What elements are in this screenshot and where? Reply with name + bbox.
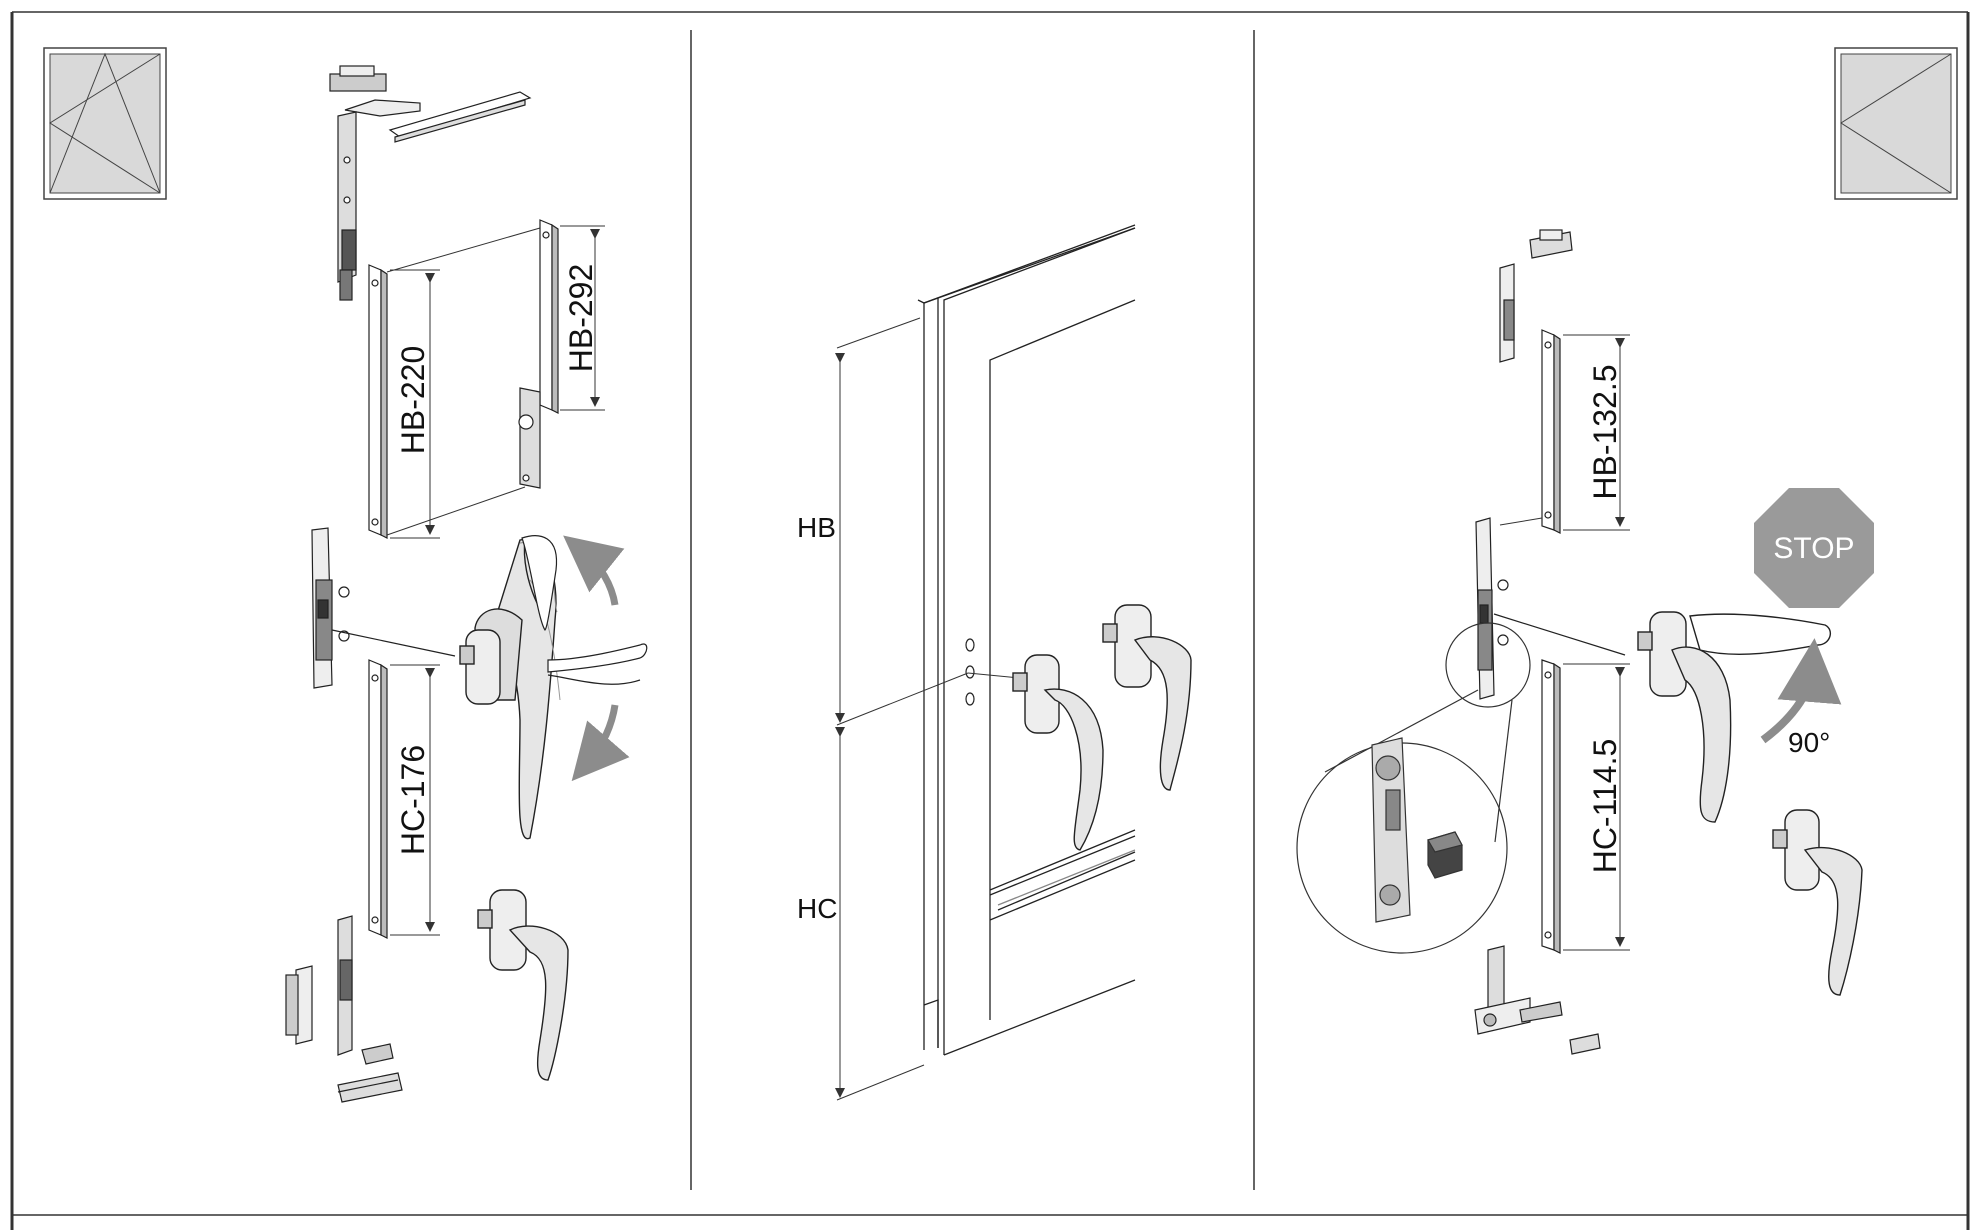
stop-sign-label: STOP xyxy=(1773,532,1854,565)
label-hb-220: HB-220 xyxy=(395,346,431,455)
handle-closed-right xyxy=(1772,809,1863,996)
label-hb: HB xyxy=(797,512,836,543)
dim-hb-132-5 xyxy=(1499,334,1630,531)
sash-holes xyxy=(965,638,975,706)
dim-hc-176 xyxy=(390,664,440,936)
tilt-and-turn-window-icon xyxy=(43,47,167,200)
dim-hb-220 xyxy=(386,227,541,539)
turn-only-window-icon xyxy=(1834,47,1958,200)
label-hb-132-5: HB-132.5 xyxy=(1587,364,1623,499)
stop-sign-icon: STOP xyxy=(1754,488,1874,608)
rotate-up-arrow xyxy=(563,535,625,606)
top-corner-keeper xyxy=(329,65,532,143)
window-sash-perspective xyxy=(917,224,1136,1056)
label-hc-114-5: HC-114.5 xyxy=(1587,739,1623,874)
detail-magnifier xyxy=(1296,689,1513,954)
rotate-down-arrow xyxy=(571,704,630,782)
turn-90-arrow xyxy=(1760,638,1842,744)
right-top-pieces xyxy=(1499,229,1573,363)
page-frame xyxy=(10,11,1970,1230)
window-handle-closed xyxy=(477,889,569,1081)
rod-hb-132-5 xyxy=(1541,329,1561,534)
rod-hc-114-5 xyxy=(1541,659,1561,954)
handle-detail xyxy=(1102,604,1192,791)
handle-swing-shadows xyxy=(521,535,648,685)
dim-hc-114-5 xyxy=(1563,663,1630,951)
handle-turn-90 xyxy=(1637,611,1832,823)
label-90-degrees: 90° xyxy=(1788,727,1830,758)
rod-hb-292 xyxy=(518,219,559,489)
rod-hc-176 xyxy=(368,659,388,939)
label-hb-292: HB-292 xyxy=(563,264,599,373)
bottom-hardware xyxy=(285,915,403,1103)
handle-on-sash xyxy=(1012,654,1104,851)
dim-hb-hc xyxy=(835,317,1021,1101)
corner-drive xyxy=(337,111,357,301)
label-hc: HC xyxy=(797,893,837,924)
dim-hb-292 xyxy=(560,225,605,411)
espagnolette-gearbox xyxy=(311,527,456,689)
label-hc-176: HC-176 xyxy=(395,745,431,855)
detail-callout-ring xyxy=(1445,622,1531,708)
rod-hb-220 xyxy=(368,264,388,539)
bottom-right-hardware xyxy=(1474,945,1601,1055)
